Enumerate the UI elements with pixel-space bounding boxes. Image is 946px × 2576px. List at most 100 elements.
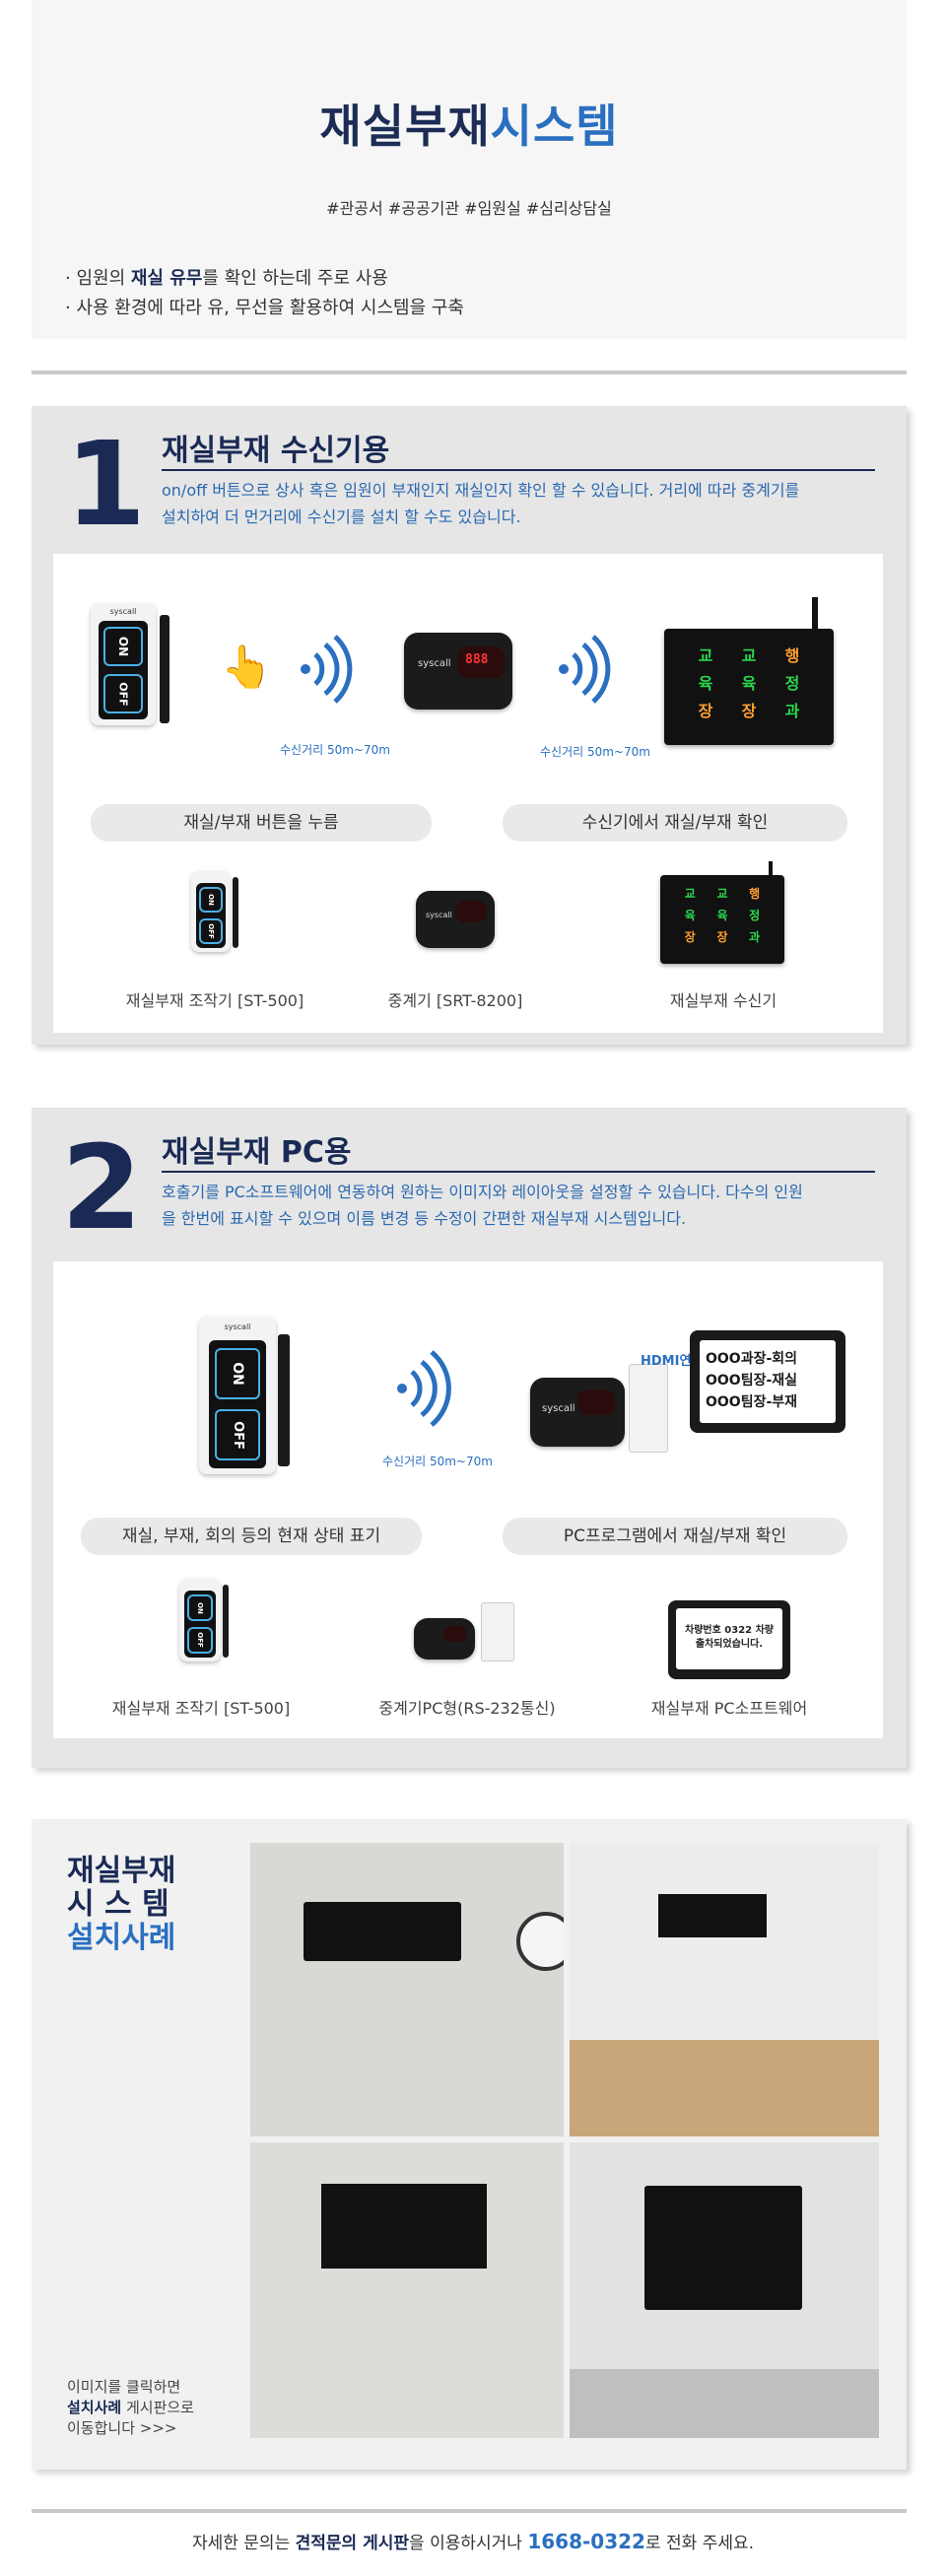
relay-display <box>443 1626 467 1642</box>
off-button: OFF <box>214 1409 261 1461</box>
receiver-led-grid: 교 교 행 육 육 정 장 장 과 <box>674 883 771 948</box>
step-pill-status: 재실, 부재, 회의 등의 현재 상태 표기 <box>81 1518 422 1555</box>
caption-receiver: 재실부재 수신기 <box>669 991 777 1010</box>
relay-display <box>457 646 505 678</box>
note-line-2: 설치사례 게시판으로 <box>67 2398 194 2418</box>
remote-face: ON OFF <box>184 1591 216 1658</box>
led-char: 육 <box>716 909 728 922</box>
header-panel: 재실부재시스템 #관공서 #공공기관 #임원실 #심리상담실 · 임원의 재실 … <box>32 0 907 339</box>
range-label: 수신거리 50m~70m <box>382 1455 493 1468</box>
brand-logo: syscall <box>224 1322 251 1331</box>
on-label: ON <box>116 636 130 657</box>
led-char: 교 <box>741 646 757 665</box>
led-char: 정 <box>749 909 761 922</box>
led-char: 육 <box>741 674 757 693</box>
section-pc: 2 재실부재 PC용 호출기를 PC소프트웨어에 연동하여 원하는 이미지와 레… <box>32 1108 907 1768</box>
monitor-screen: OOO과장-회의 OOO팀장-재실 OOO팀장-부재 <box>700 1340 836 1423</box>
on-button: ON <box>103 627 143 666</box>
relay-display <box>455 901 487 922</box>
photo-led-board <box>658 1894 767 1937</box>
operator-remote: syscall ON OFF <box>91 603 169 725</box>
caption-operator: 재실부재 조작기 [ST-500] <box>111 1699 291 1718</box>
relay-pc-device-small <box>414 1618 475 1660</box>
hand-press-icon: 👆 <box>221 643 273 691</box>
relay-pc-device: syscall <box>530 1378 625 1447</box>
led-char: 교 <box>716 887 728 901</box>
section-2-desc-line-2: 을 한번에 표시할 수 있으며 이름 변경 등 수정이 간편한 재실부재 시스템… <box>162 1209 687 1228</box>
page-title: 재실부재시스템 <box>32 91 907 156</box>
section-1-diagram-panel: syscall ON OFF 👆 수신거리 50m~70m syscall 88… <box>53 554 883 1033</box>
relay-device-small: syscall <box>416 891 495 948</box>
off-label: OFF <box>230 1420 245 1450</box>
note-line-1: 이미지를 클릭하면 <box>67 2378 181 2396</box>
quote-board-link[interactable]: 견적문의 게시판 <box>295 2534 410 2553</box>
phone-number[interactable]: 1668-0322 <box>527 2530 645 2553</box>
remote-antenna <box>278 1334 290 1466</box>
hashtags: #관공서 #공공기관 #임원실 #심리상담실 <box>326 199 612 218</box>
off-button: OFF <box>103 674 143 713</box>
off-label: OFF <box>206 923 215 939</box>
hdmi-label: HDMI연결 <box>641 1354 704 1369</box>
remote-face: ON OFF <box>196 883 226 948</box>
wireless-signal-icon <box>301 635 353 704</box>
section-1-title-underline <box>162 469 875 471</box>
monitor-line: OOO팀장-부재 <box>706 1394 798 1410</box>
relay-digits: 888 <box>465 652 489 667</box>
intro-keyword: 재실 유무 <box>130 268 203 289</box>
section-installations: 재실부재 시 스 템 설치사례 이미지를 클릭하면 설치사례 게시판으로 이동합… <box>32 1819 907 2470</box>
operator-remote-small: ON OFF <box>191 871 238 952</box>
note-keyword: 설치사례 <box>67 2399 122 2416</box>
footer-text-post: 로 전화 주세요. <box>644 2534 755 2553</box>
intro-line-2: · 사용 환경에 따라 유, 무선을 활용하여 시스템을 구축 <box>65 298 464 318</box>
on-button: ON <box>199 886 223 914</box>
led-char: 교 <box>698 646 713 665</box>
installations-title-line-1: 재실부재 <box>67 1854 176 1888</box>
section-2-title: 재실부재 PC용 <box>162 1135 352 1170</box>
monitor-screen: 차량번호 0322 차량 출차되었습니다. <box>676 1608 782 1669</box>
led-char: 과 <box>749 930 761 944</box>
intro-line-1-pre: · 임원의 <box>65 268 131 289</box>
pc-software-monitor: 차량번호 0322 차량 출차되었습니다. <box>668 1600 790 1679</box>
section-1-desc-line-1: on/off 버튼으로 상사 혹은 임원이 부재인지 재실인지 확인 할 수 있… <box>162 481 800 500</box>
photo-led-board <box>304 1902 461 1961</box>
led-char: 행 <box>749 887 761 901</box>
section-2-title-underline <box>162 1171 875 1173</box>
receiver-antenna <box>769 861 773 877</box>
install-photo-1[interactable] <box>250 1843 564 2136</box>
section-receiver: 1 재실부재 수신기용 on/off 버튼으로 상사 혹은 임원이 부재인지 재… <box>32 406 907 1045</box>
led-char: 행 <box>784 646 800 665</box>
title-dark-part: 재실부재 <box>319 100 491 153</box>
install-photo-3[interactable] <box>250 2142 564 2438</box>
caption-operator: 재실부재 조작기 [ST-500] <box>125 991 304 1010</box>
remote-face: ON OFF <box>209 1340 266 1468</box>
divider <box>32 371 907 374</box>
receiver-led-grid: 교 교 행 육 육 정 장 장 과 <box>684 643 814 725</box>
footer-divider <box>32 2509 907 2513</box>
section-1-number: 1 <box>65 416 147 552</box>
installations-note: 이미지를 클릭하면 설치사례 게시판으로 이동합니다 >>> <box>67 2377 194 2439</box>
monitor-line: OOO팀장-재실 <box>706 1373 798 1389</box>
on-button: ON <box>214 1347 261 1399</box>
off-label: OFF <box>195 1632 204 1649</box>
install-photo-2[interactable] <box>570 1843 879 2136</box>
install-photo-4[interactable] <box>570 2142 879 2438</box>
title-blue-part: 시스템 <box>490 100 619 153</box>
range-label-1: 수신거리 50m~70m <box>280 743 390 757</box>
photo-led-board <box>644 2186 802 2310</box>
intro-text: · 임원의 재실 유무를 확인 하는데 주로 사용 · 사용 환경에 따라 유,… <box>65 264 464 323</box>
relay-display <box>577 1390 615 1415</box>
led-char: 장 <box>741 702 757 720</box>
photo-wall-clock <box>516 1912 564 1971</box>
led-char: 교 <box>684 887 696 901</box>
section-2-desc-line-1: 호출기를 PC소프트웨어에 연동하여 원하는 이미지와 레이아웃을 설정할 수 … <box>162 1183 803 1201</box>
installations-title: 재실부재 시 스 템 설치사례 <box>67 1855 175 1955</box>
intro-line-1: · 임원의 재실 유무를 확인 하는데 주로 사용 <box>65 264 464 294</box>
section-1-desc-line-2: 설치하여 더 먼거리에 수신기를 설치 할 수도 있습니다. <box>162 508 521 526</box>
monitor-line: OOO과장-회의 <box>706 1351 798 1367</box>
photo-wood-panel <box>570 2040 879 2136</box>
screen-line-1: 차량번호 0322 차량 <box>685 1625 774 1636</box>
off-button: OFF <box>199 917 223 945</box>
note-line-3: 이동합니다 >>> <box>67 2419 177 2437</box>
caption-pc-software: 재실부재 PC소프트웨어 <box>650 1699 808 1718</box>
pc-tower <box>629 1364 668 1453</box>
